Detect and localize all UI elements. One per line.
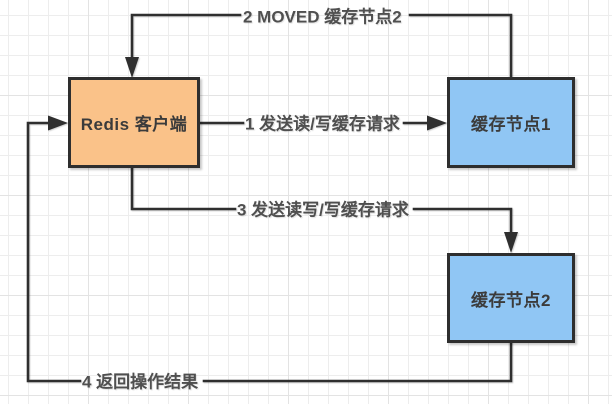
node-redis-client: Redis 客户端 xyxy=(68,77,200,168)
arrowhead-right-icon xyxy=(48,115,68,131)
arrowhead-down-icon xyxy=(504,232,518,253)
arrowhead-down-icon xyxy=(125,57,139,78)
connector-result xyxy=(26,115,513,383)
edge-label-moved: 2 MOVED 缓存节点2 xyxy=(243,7,402,27)
connector-req1 xyxy=(198,115,447,131)
node-cache-1: 缓存节点1 xyxy=(447,77,575,168)
edge-label-result: 4 返回操作结果 xyxy=(82,372,199,392)
node-cache-2-label: 缓存节点2 xyxy=(471,290,551,310)
connector-moved xyxy=(125,13,513,80)
edge-label-req1: 1 发送读/写缓存请求 xyxy=(245,114,400,134)
connector-req3 xyxy=(130,166,518,253)
node-cache-2: 缓存节点2 xyxy=(447,253,575,343)
node-redis-client-label: Redis 客户端 xyxy=(80,115,188,134)
arrowhead-right-icon xyxy=(427,115,447,131)
node-cache-1-label: 缓存节点1 xyxy=(471,115,551,134)
edge-label-req3: 3 发送读写/写缓存请求 xyxy=(237,200,409,220)
